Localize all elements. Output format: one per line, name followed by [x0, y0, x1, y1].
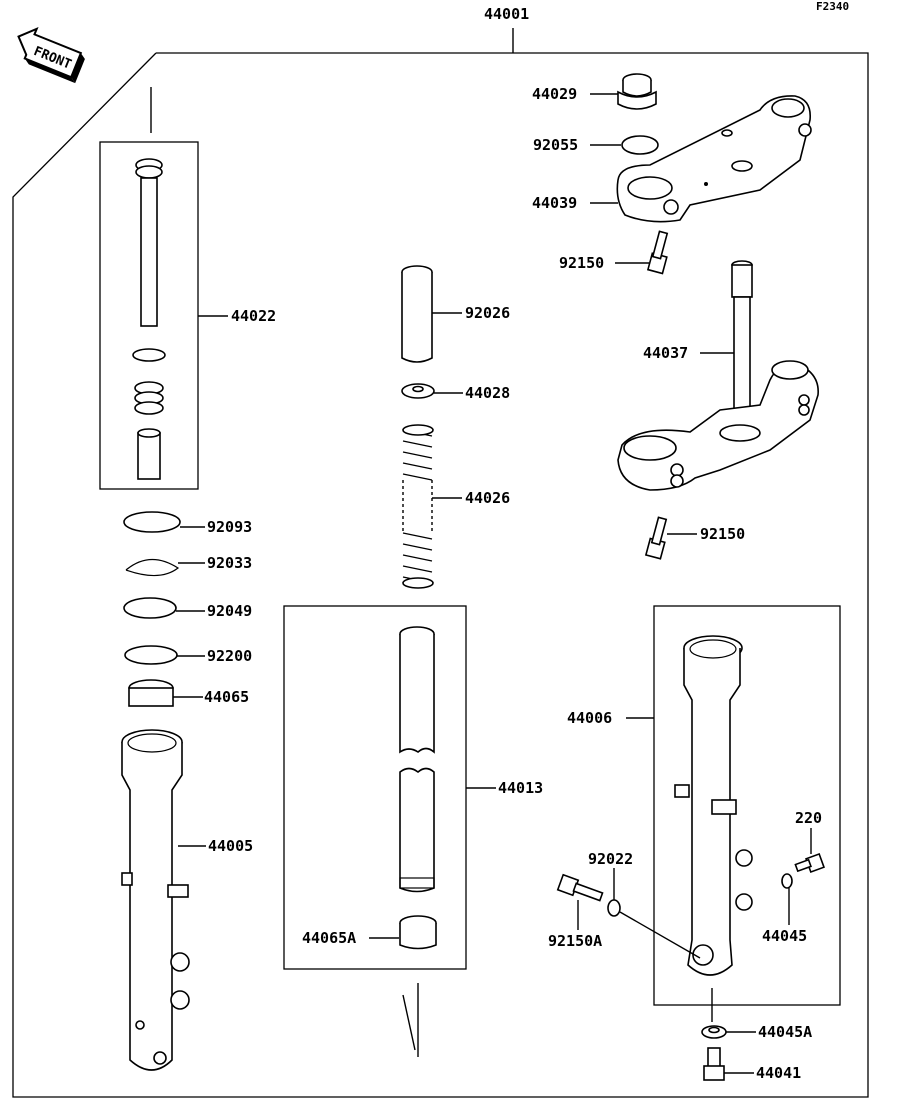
part-inner-tube-44013 [399, 626, 435, 893]
part-nut-44045A [701, 1025, 727, 1039]
label-92150-mid: 92150 [700, 525, 745, 543]
part-oring-92055 [621, 135, 659, 155]
label-44001: 44001 [484, 5, 529, 23]
label-92150-top: 92150 [559, 254, 604, 272]
part-stem-bracket-44037 [617, 260, 819, 491]
label-44039: 44039 [532, 194, 577, 212]
assembly-outline [12, 52, 869, 1098]
part-outer-tube-44005 [121, 729, 190, 1071]
part-washer-44028 [401, 383, 435, 399]
label-44065A: 44065A [302, 929, 356, 947]
label-44028: 44028 [465, 384, 510, 402]
part-bushing-44065A [399, 915, 437, 950]
part-bolt-92150-top [646, 230, 669, 275]
label-44005: 44005 [208, 837, 253, 855]
part-upper-bracket-44039 [616, 95, 812, 223]
box-44006 [653, 605, 841, 1006]
label-44006: 44006 [567, 709, 612, 727]
label-92022: 92022 [588, 850, 633, 868]
label-44041: 44041 [756, 1064, 801, 1082]
label-92033: 92033 [207, 554, 252, 572]
label-92049: 92049 [207, 602, 252, 620]
part-spring-44026 [402, 424, 434, 589]
label-44037: 44037 [643, 344, 688, 362]
label-44045: 44045 [762, 927, 807, 945]
label-92055: 92055 [533, 136, 578, 154]
label-92150A: 92150A [548, 932, 602, 950]
part-outer-tube-44006 [674, 635, 753, 976]
label-92093: 92093 [207, 518, 252, 536]
label-44026: 44026 [465, 489, 510, 507]
part-washer-92022 [607, 899, 621, 917]
part-washer-44045 [781, 873, 793, 889]
part-bolt-44041 [703, 1047, 725, 1081]
part-washer-92200 [124, 645, 178, 665]
label-92200: 92200 [207, 647, 252, 665]
figure-code: F2340 [816, 0, 849, 13]
part-bolt-92150-mid [644, 516, 668, 560]
label-220: 220 [795, 809, 822, 827]
part-seal-92093 [123, 511, 181, 533]
label-44065: 44065 [204, 688, 249, 706]
part-collar-92026 [401, 265, 433, 363]
part-cylinder-44022 [132, 158, 166, 480]
label-44022: 44022 [231, 307, 276, 325]
part-clip-92033 [125, 558, 180, 577]
label-44013: 44013 [498, 779, 543, 797]
part-bushing-44065 [128, 679, 174, 707]
label-44045A: 44045A [758, 1023, 812, 1041]
part-cap-44029 [617, 73, 657, 110]
label-92026: 92026 [465, 304, 510, 322]
front-arrow-icon: FRONT [17, 26, 85, 84]
part-seal-92049 [123, 597, 177, 619]
part-bolt-92150A [556, 873, 604, 902]
part-bolt-220 [794, 853, 825, 873]
box-44013 [283, 605, 467, 970]
label-44029: 44029 [532, 85, 577, 103]
